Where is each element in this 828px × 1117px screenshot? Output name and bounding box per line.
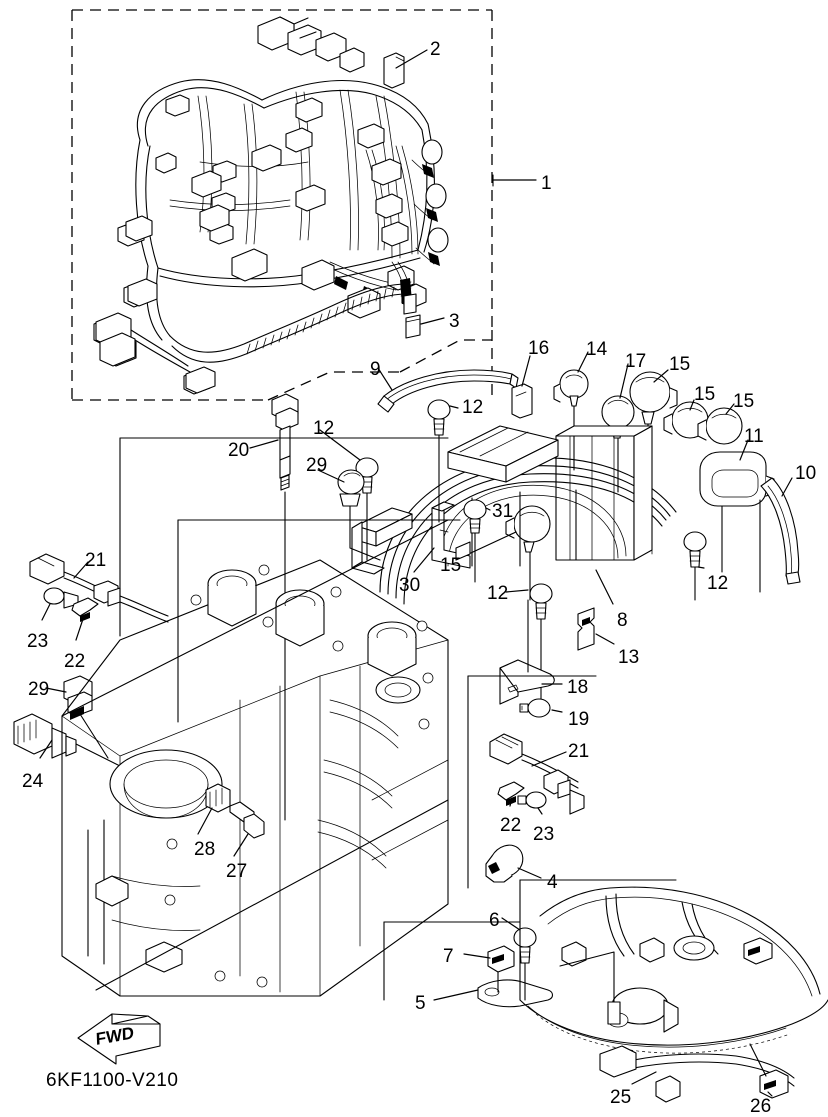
callout-number: 27 (226, 861, 248, 882)
engine-block-assembly (61, 559, 449, 997)
harness-bundle-right (357, 123, 449, 266)
projection-lines (61, 437, 677, 1001)
callout-number: 14 (586, 339, 608, 360)
part-12-bolt-c (505, 583, 553, 701)
callout-number: 2 (430, 39, 441, 60)
part-8-leader (595, 569, 614, 605)
part-25-26-lower-harness (599, 1043, 795, 1103)
part-9-wire-protector (377, 367, 519, 413)
callout-number: 12 (487, 583, 509, 604)
part-19-screw (519, 698, 563, 718)
callout-number: 23 (533, 824, 555, 845)
part-18-bracket (499, 599, 563, 705)
head-fastener-bosses (164, 564, 434, 988)
part-20-coil (249, 393, 299, 821)
callout-number: 18 (567, 677, 589, 698)
callout-number: 6 (489, 910, 500, 931)
callout-number: 5 (415, 993, 426, 1014)
callout-number: 23 (27, 631, 49, 652)
part-27-sensor (229, 801, 265, 857)
callout-number: 16 (528, 338, 550, 359)
part-24-sensor (13, 713, 121, 767)
harness-connectors-mid (191, 97, 326, 282)
part-30-bracket (413, 501, 471, 573)
callout-number: 10 (795, 463, 817, 484)
callout-number: 19 (568, 709, 590, 730)
callout-number: 12 (707, 573, 729, 594)
part-4-clamp (485, 844, 542, 883)
callout-number: 9 (370, 359, 381, 380)
callout-number: 4 (547, 872, 558, 893)
callout-number: 7 (443, 946, 454, 967)
part-29-clip-b (45, 675, 109, 759)
callout-number: 8 (617, 610, 628, 631)
callout-number: 28 (194, 839, 216, 860)
intake-runners (317, 699, 399, 869)
callout-number: 12 (462, 397, 484, 418)
part-23-nut-right (517, 791, 547, 815)
fwd-direction-marker: FWD (77, 1013, 161, 1065)
callout-number: 21 (85, 550, 107, 571)
assembly-boundary-dashed (71, 9, 493, 401)
part-15-clamp-d (459, 505, 551, 601)
callout-number: 29 (306, 455, 328, 476)
part-29-clip-a (317, 469, 381, 561)
callout-number: 25 (610, 1087, 632, 1108)
callout-number: 15 (669, 354, 691, 375)
part-16-clip (511, 355, 533, 419)
diagram-part-number: 6KF1100-V210 (46, 1070, 179, 1091)
part-10-wire-guide (759, 477, 801, 593)
cylinder-head-row (207, 569, 421, 704)
callout-number: 15 (733, 391, 755, 412)
callout-number: 20 (228, 440, 250, 461)
part-3-grommet (405, 314, 421, 339)
callout-number: 21 (568, 741, 590, 762)
conduit-corrugation (246, 286, 395, 355)
wire-harness-assembly (93, 16, 449, 395)
callout-number: 15 (694, 384, 716, 405)
callout-number: 22 (500, 815, 522, 836)
lower-cowling-apron (519, 886, 828, 1054)
harness-connector-cluster-top (257, 16, 365, 73)
part-22-bracket-right (497, 781, 525, 807)
part-21-sensor-left (29, 553, 169, 623)
callout-number: 22 (64, 651, 86, 672)
part-12-bolt-d (683, 531, 707, 601)
callout-number: 30 (399, 575, 421, 596)
callout-number: 3 (449, 311, 460, 332)
callout-number: 26 (750, 1096, 772, 1117)
part-22-bracket-left (71, 597, 99, 641)
part-13-fastener (577, 607, 615, 651)
part-23-nut-left (41, 587, 79, 621)
part-5-lead-wire (433, 979, 554, 1008)
callout-number: 11 (744, 426, 764, 447)
leader-lines-group-top (395, 49, 537, 325)
callout-number: 12 (313, 418, 335, 439)
part-31-bolt (463, 499, 491, 583)
callout-number: 1 (541, 173, 552, 194)
callout-number: 31 (492, 501, 514, 522)
part-7-terminal (463, 945, 515, 993)
part-11-cover (699, 439, 775, 573)
callout-number: 13 (618, 647, 640, 668)
callout-number: 24 (22, 771, 44, 792)
callout-number: 29 (28, 679, 50, 700)
part-15-clamp-c (697, 403, 743, 445)
part-2-connector (383, 52, 405, 89)
harness-connectors-lower-left (95, 215, 216, 394)
part-12-bolt-b (427, 399, 459, 523)
part-14-clamp (553, 351, 589, 471)
callout-number: 15 (440, 555, 462, 576)
callout-number: 17 (625, 351, 647, 372)
part-21-sensor-right (489, 733, 585, 815)
